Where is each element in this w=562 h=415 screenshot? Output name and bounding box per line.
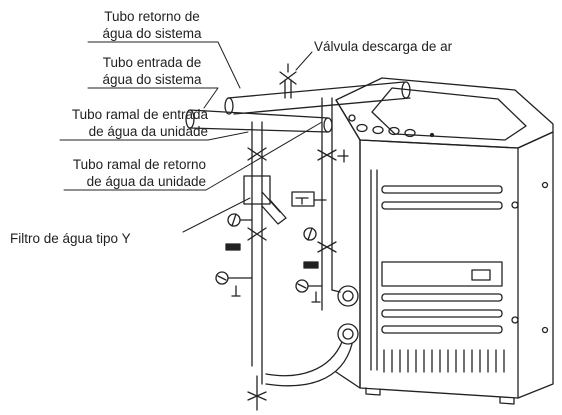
- label-inlet-branch-pipe: Tubo ramal de entrada de água da unidade: [0, 106, 208, 140]
- label-air-valve: Válvula descarga de ar: [314, 39, 453, 54]
- unit-cabinet: [335, 77, 554, 405]
- label-line: de água da unidade: [86, 174, 206, 189]
- label-line: água do sistema: [102, 26, 202, 41]
- leader-lines: [59, 41, 323, 233]
- label-system-return-pipe: Tubo retorno de água do sistema: [86, 8, 218, 42]
- label-line: água do sistema: [102, 72, 202, 87]
- label-line: Tubo retorno de: [104, 9, 200, 24]
- system-inlet-pipe: [185, 109, 333, 133]
- label-line: Tubo entrada de: [102, 55, 202, 70]
- inlet-branch-pipe: [215, 121, 287, 411]
- system-return-pipe: [224, 81, 411, 115]
- label-line: Tubo ramal de entrada: [71, 107, 208, 122]
- label-y-filter: Filtro de água tipo Y: [10, 231, 131, 246]
- label-system-inlet-pipe: Tubo entrada de água do sistema: [86, 54, 218, 88]
- front-slots: [381, 185, 503, 334]
- label-line: de água da unidade: [88, 124, 208, 139]
- label-return-branch-pipe: Tubo ramal de retorno de água da unidade: [0, 156, 206, 190]
- label-line: Tubo ramal de retorno: [72, 157, 206, 172]
- return-branch-pipe: [261, 63, 359, 387]
- vent-grille: [383, 349, 505, 373]
